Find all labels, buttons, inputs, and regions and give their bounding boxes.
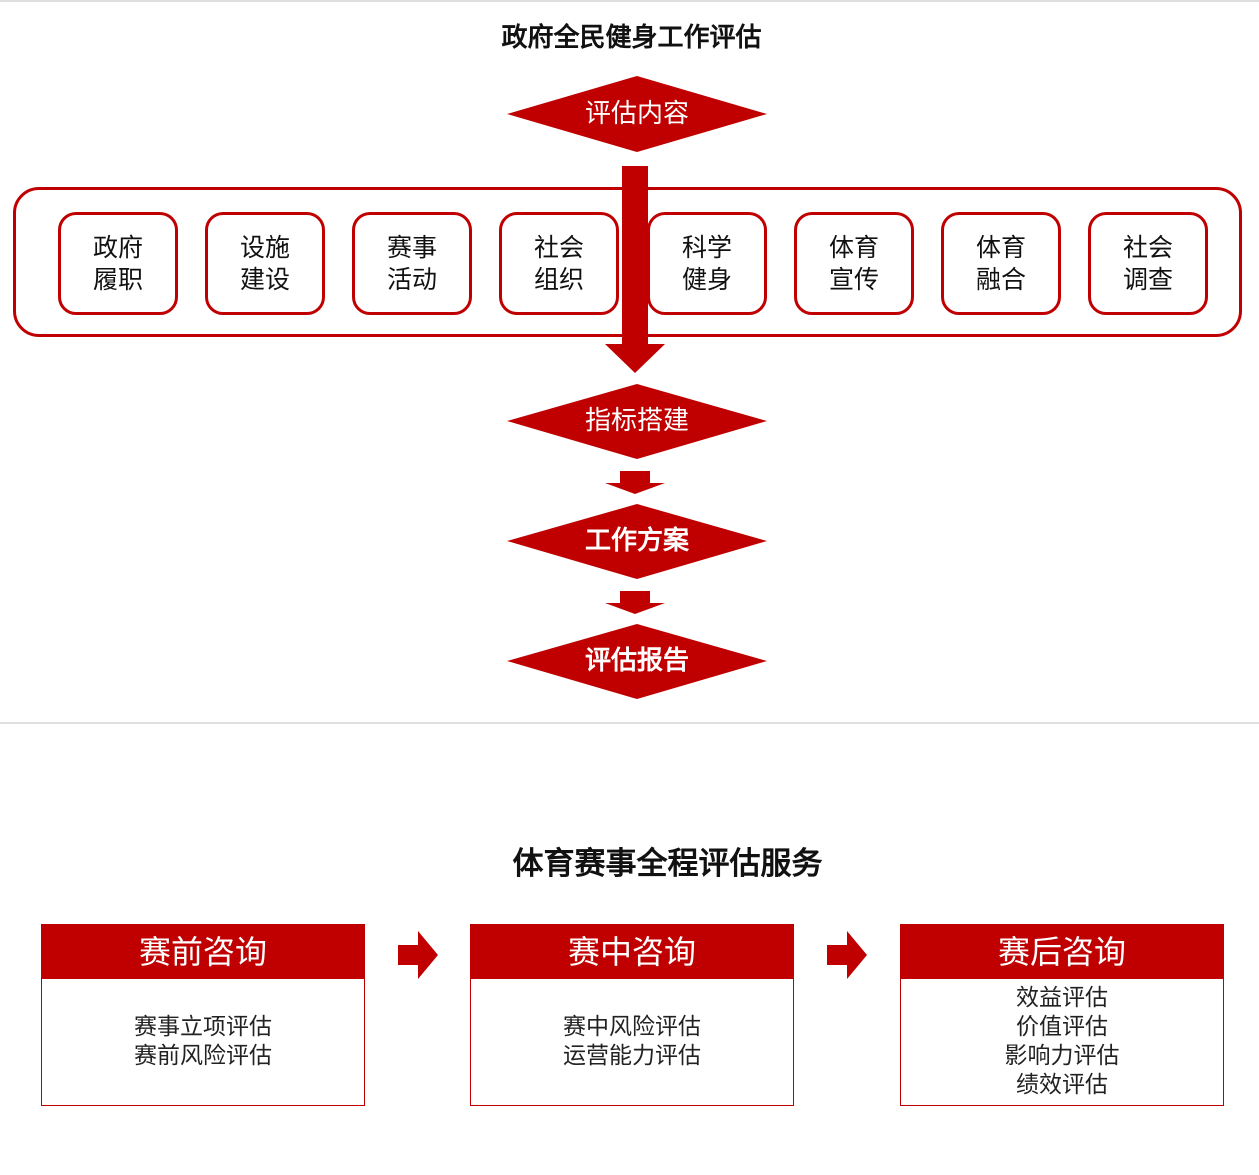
phase-card-during: 赛中咨询 赛中风险评估 运营能力评估 (470, 924, 794, 1106)
category-label: 赛事 (386, 232, 437, 262)
step-diamond-4 (507, 624, 767, 699)
step-diamond-2 (507, 384, 767, 459)
phase-item: 价值评估 (1016, 1014, 1108, 1040)
category-label: 组织 (533, 264, 584, 294)
phase-header: 赛后咨询 (901, 925, 1223, 979)
phase-item: 运营能力评估 (563, 1043, 701, 1069)
top-border-line (0, 0, 1259, 2)
step-label-2: 指标搭建 (584, 406, 689, 436)
category-label: 体育 (828, 232, 879, 262)
category-label: 设施 (239, 232, 290, 262)
category-label: 体育 (975, 232, 1026, 262)
chevron-right-icon (398, 931, 438, 979)
step-diamond-1 (507, 76, 767, 152)
phase-card-pre: 赛前咨询 赛事立项评估 赛前风险评估 (41, 924, 365, 1106)
phase-header: 赛中咨询 (471, 925, 793, 979)
flow-diagram (507, 76, 767, 699)
phase-body: 效益评估 价值评估 影响力评估 绩效评估 (901, 979, 1223, 1105)
category-box-4: 社会组织 (499, 212, 619, 315)
category-label: 融合 (975, 264, 1026, 294)
arrow-down-icon (605, 591, 665, 614)
category-label: 履职 (92, 264, 143, 294)
step-label-1: 评估内容 (584, 99, 689, 129)
phase-card-post: 赛后咨询 效益评估 价值评估 影响力评估 绩效评估 (900, 924, 1224, 1106)
category-label: 科学 (681, 232, 732, 262)
phase-item: 影响力评估 (1004, 1043, 1120, 1069)
chevron-right-icon (827, 931, 867, 979)
category-box-2: 设施建设 (205, 212, 325, 315)
phase-item: 赛前风险评估 (134, 1043, 272, 1069)
category-label: 社会 (1122, 232, 1173, 262)
phase-body: 赛中风险评估 运营能力评估 (471, 979, 793, 1105)
section2-title: 体育赛事全程评估服务 (512, 846, 823, 882)
step-label-4: 评估报告 (584, 646, 689, 676)
arrow-down-icon (605, 166, 665, 373)
step-diamond-3 (507, 504, 767, 579)
phase-item: 效益评估 (1016, 985, 1108, 1011)
category-box-3: 赛事活动 (352, 212, 472, 315)
category-box-8: 社会调查 (1088, 212, 1208, 315)
step-label-3: 工作方案 (584, 526, 689, 556)
category-label: 政府 (92, 232, 143, 262)
category-label: 社会 (533, 232, 584, 262)
category-label: 建设 (239, 264, 290, 294)
category-box-7: 体育融合 (941, 212, 1061, 315)
phase-header: 赛前咨询 (42, 925, 364, 979)
phase-body: 赛事立项评估 赛前风险评估 (42, 979, 364, 1105)
section1-title: 政府全民健身工作评估 (501, 23, 762, 53)
category-label: 健身 (681, 264, 732, 294)
category-box-6: 体育宣传 (794, 212, 914, 315)
category-box-5: 科学健身 (647, 212, 767, 315)
category-label: 宣传 (828, 264, 879, 294)
category-label: 活动 (386, 264, 437, 294)
phase-item: 赛中风险评估 (563, 1014, 701, 1040)
category-label: 调查 (1122, 264, 1173, 294)
phase-item: 绩效评估 (1016, 1072, 1108, 1098)
arrow-down-icon (605, 471, 665, 494)
section-divider (0, 722, 1259, 724)
category-box-1: 政府履职 (58, 212, 178, 315)
phase-item: 赛事立项评估 (134, 1014, 272, 1040)
